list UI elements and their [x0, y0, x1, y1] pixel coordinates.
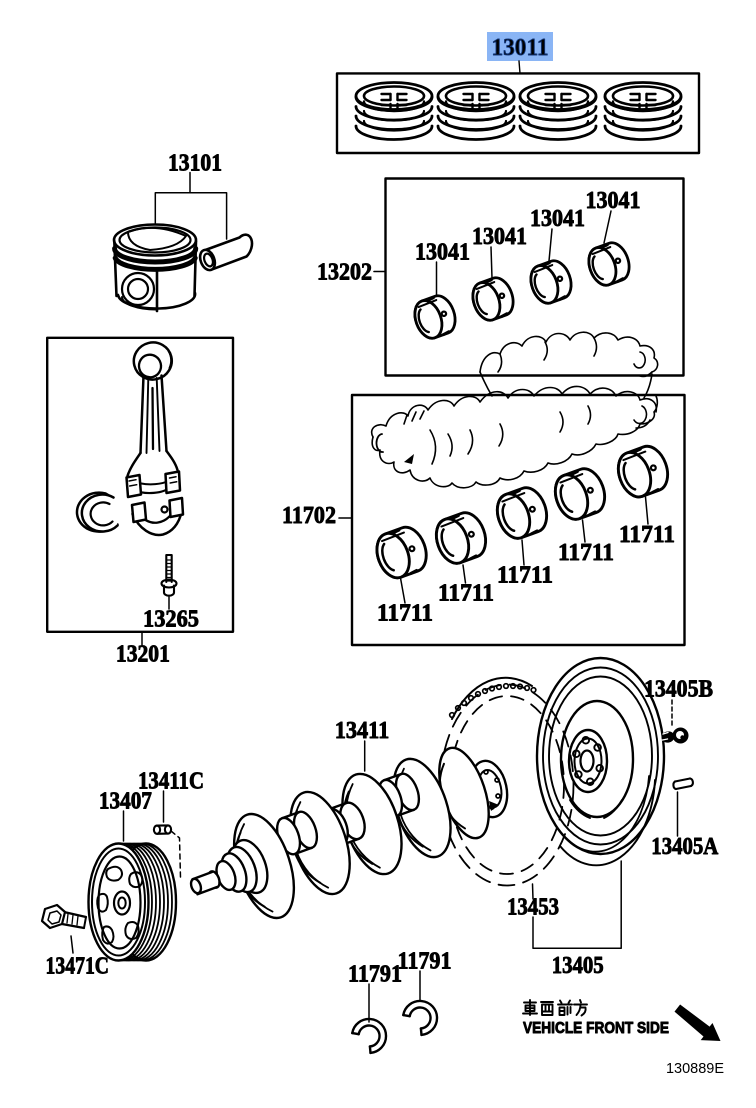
svg-text:13265: 13265 [143, 606, 199, 632]
svg-text:13202: 13202 [317, 259, 372, 285]
svg-text:130889E: 130889E [666, 1060, 724, 1077]
svg-text:11711: 11711 [438, 580, 494, 606]
svg-text:13471C: 13471C [46, 954, 110, 980]
svg-text:11711: 11711 [497, 562, 553, 588]
svg-text:11711: 11711 [619, 522, 675, 548]
svg-text:13405B: 13405B [644, 677, 713, 703]
svg-text:13011: 13011 [492, 35, 549, 61]
svg-text:13041: 13041 [586, 188, 641, 214]
svg-text:11702: 11702 [282, 503, 336, 529]
svg-text:11711: 11711 [377, 601, 433, 627]
svg-text:13101: 13101 [168, 150, 222, 176]
svg-text:13453: 13453 [507, 894, 559, 920]
svg-text:13411C: 13411C [138, 769, 204, 795]
svg-text:13041: 13041 [472, 224, 527, 250]
svg-text:13411: 13411 [335, 718, 390, 744]
svg-text:11791: 11791 [398, 948, 452, 974]
svg-text:11711: 11711 [558, 540, 614, 566]
svg-text:13041: 13041 [415, 239, 470, 265]
svg-text:13201: 13201 [116, 642, 170, 668]
svg-text:13407: 13407 [99, 788, 152, 814]
svg-text:VEHICLE FRONT SIDE: VEHICLE FRONT SIDE [523, 1020, 669, 1037]
svg-text:13405: 13405 [552, 953, 604, 979]
svg-text:11791: 11791 [348, 961, 402, 987]
svg-text:13405A: 13405A [651, 834, 719, 860]
svg-text:13041: 13041 [530, 206, 585, 232]
